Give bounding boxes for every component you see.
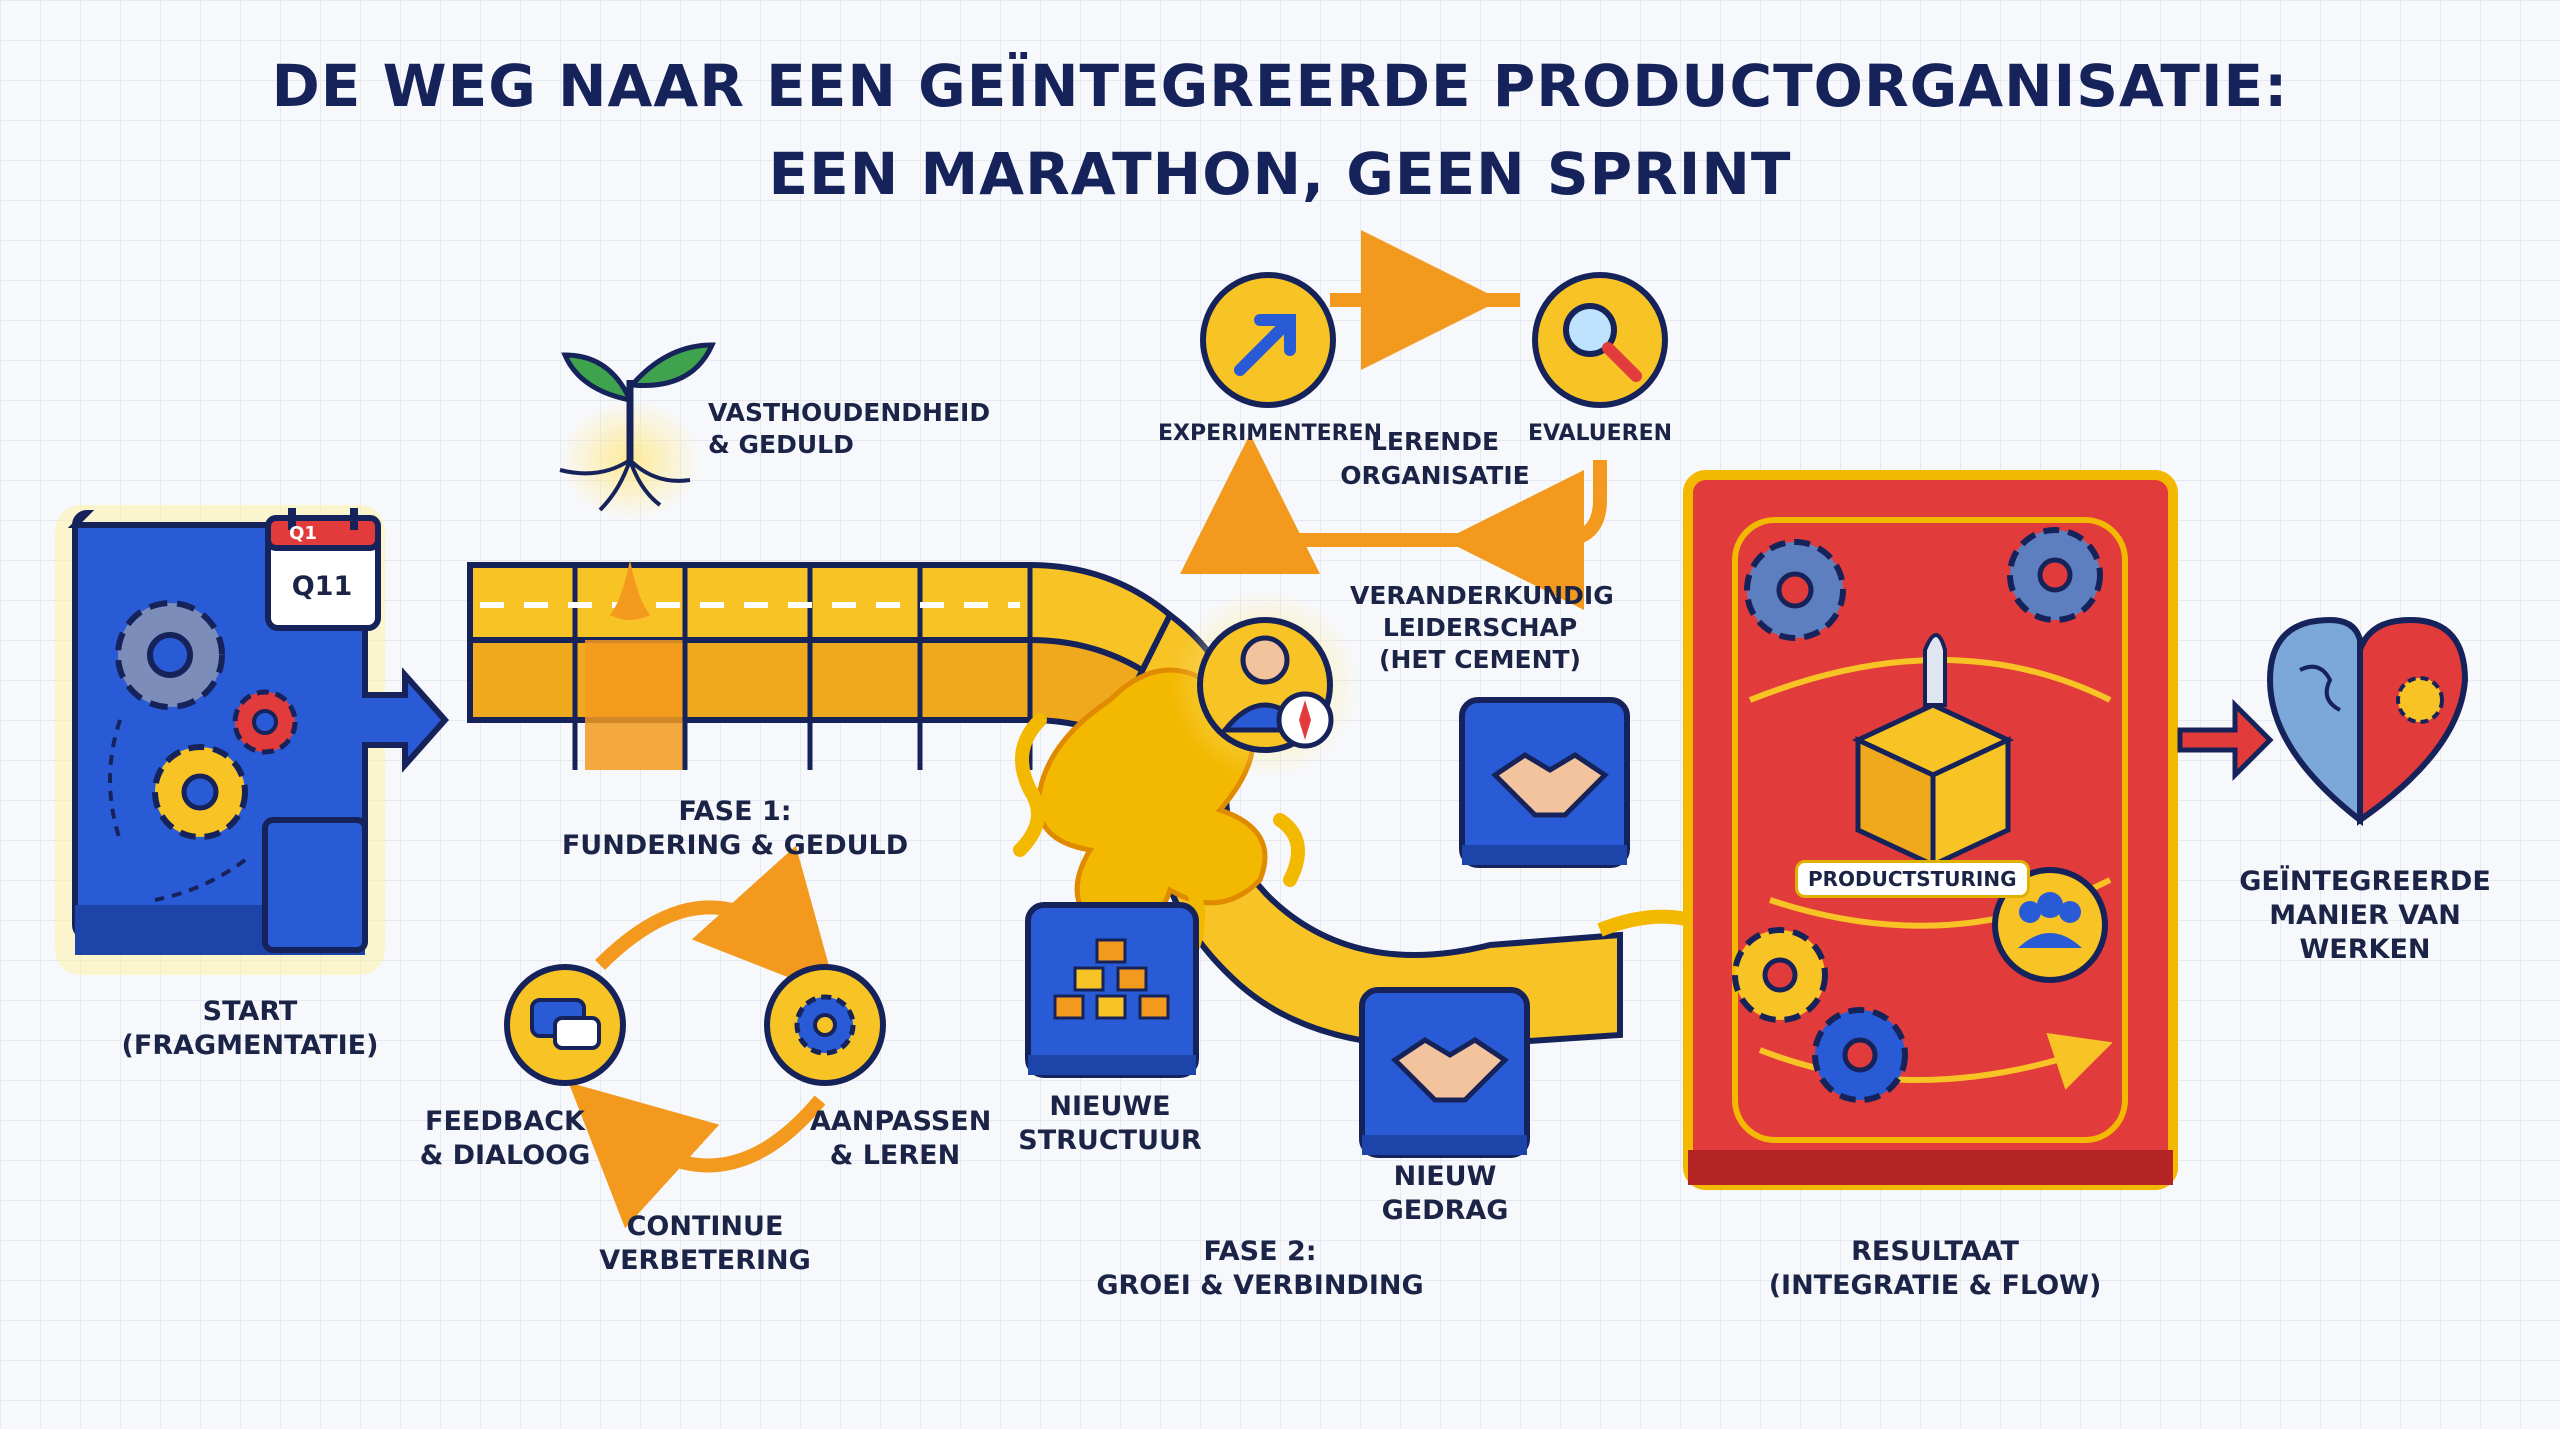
phase1-label: FASE 1: FUNDERING & GEDULD bbox=[545, 795, 925, 863]
calendar-tab-label: Q1 bbox=[289, 523, 317, 544]
continuous-label-line2: VERBETERING bbox=[599, 1245, 811, 1276]
magnifier-icon bbox=[1532, 272, 1668, 408]
arrow-right-icon bbox=[2177, 698, 2274, 782]
gear-icon bbox=[1812, 1007, 1908, 1103]
feedback-label-line1: FEEDBACK bbox=[425, 1106, 585, 1137]
product-steering-badge: PRODUCTSTURING bbox=[1795, 860, 2030, 898]
gear-icon bbox=[232, 689, 298, 755]
structure-label: NIEUWE STRUCTUUR bbox=[1010, 1090, 1210, 1158]
connector-road bbox=[1597, 909, 1692, 937]
org-chart-icon bbox=[1053, 938, 1170, 1020]
evaluate-label: EVALUEREN bbox=[1527, 421, 1673, 446]
structure-label-line2: STRUCTUUR bbox=[1018, 1125, 1202, 1156]
handshake-icon bbox=[1491, 752, 1609, 818]
learning-organisation-label: LERENDE ORGANISATIE bbox=[1330, 425, 1540, 493]
result-label-line1: RESULTAAT bbox=[1851, 1236, 2019, 1267]
gear-icon bbox=[764, 964, 886, 1086]
learning-label-line1: LERENDE bbox=[1370, 427, 1500, 456]
structure-label-line1: NIEUWE bbox=[1049, 1091, 1171, 1122]
feedback-label-line2: & DIALOOG bbox=[419, 1140, 591, 1171]
leadership-label-line2: LEIDERSCHAP bbox=[1382, 613, 1578, 642]
continuous-improvement-label: CONTINUE VERBETERING bbox=[580, 1210, 830, 1278]
brain-heart-icon bbox=[2266, 616, 2469, 827]
phase1-label-line1: FASE 1: bbox=[678, 796, 792, 827]
seedling-icon bbox=[559, 342, 716, 520]
adapt-label: AANPASSEN & LEREN bbox=[810, 1105, 992, 1173]
chat-icon bbox=[504, 964, 626, 1086]
behaviour-label: NIEUW GEDRAG bbox=[1345, 1160, 1545, 1228]
continuous-label-line1: CONTINUE bbox=[626, 1211, 784, 1242]
final-label: GEÏNTEGREERDE MANIER VAN WERKEN bbox=[2230, 865, 2500, 967]
leadership-label-line3: (HET CEMENT) bbox=[1379, 645, 1581, 674]
phase2-label-line1: FASE 2: bbox=[1203, 1236, 1317, 1267]
experiment-label: EXPERIMENTEREN bbox=[1157, 421, 1383, 446]
start-label-line2: (FRAGMENTATIE) bbox=[121, 1030, 379, 1061]
page-title: DE WEG NAAR EEN GEÏNTEGREERDE PRODUCTORG… bbox=[271, 52, 2289, 120]
calendar-label: Q11 bbox=[291, 571, 353, 602]
phase2-label: FASE 2: GROEI & VERBINDING bbox=[1090, 1235, 1430, 1303]
calendar-icon bbox=[265, 508, 381, 631]
arrow-up-right-icon bbox=[1200, 272, 1336, 408]
drip-icon bbox=[610, 560, 650, 620]
leader-icon bbox=[1170, 590, 1360, 780]
learning-label-line2: ORGANISATIE bbox=[1340, 461, 1530, 490]
continuous-loop-arrows bbox=[568, 845, 838, 1229]
page-subtitle: EEN MARATHON, GEEN SPRINT bbox=[768, 140, 1792, 208]
feedback-label: FEEDBACK & DIALOOG bbox=[410, 1105, 600, 1173]
result-label: RESULTAAT (INTEGRATIE & FLOW) bbox=[1745, 1235, 2125, 1303]
compass-icon bbox=[1276, 691, 1334, 749]
final-label-line1: GEÏNTEGREERDE bbox=[2239, 866, 2491, 897]
handshake-icon bbox=[1391, 1037, 1509, 1103]
final-label-line3: WERKEN bbox=[2299, 934, 2431, 965]
gear-icon bbox=[2007, 527, 2103, 623]
gear-icon bbox=[1732, 927, 1828, 1023]
phase2-label-line2: GROEI & VERBINDING bbox=[1096, 1270, 1424, 1301]
leadership-label-line1: VERANDERKUNDIG bbox=[1350, 581, 1614, 610]
structure-tile bbox=[1025, 902, 1199, 1078]
adapt-label-line2: & LEREN bbox=[829, 1140, 961, 1171]
gear-icon bbox=[152, 744, 248, 840]
start-label: START (FRAGMENTATIE) bbox=[110, 995, 390, 1063]
seedling-label: VASTHOUDENDHEID & GEDULD bbox=[708, 397, 1008, 461]
result-label-line2: (INTEGRATIE & FLOW) bbox=[1768, 1270, 2102, 1301]
start-label-line1: START bbox=[202, 996, 298, 1027]
adapt-label-line1: AANPASSEN bbox=[810, 1106, 992, 1137]
dashed-path bbox=[108, 719, 122, 841]
gear-icon bbox=[1744, 539, 1846, 641]
learning-loop-arrows bbox=[1180, 230, 1607, 610]
behaviour-label-line1: NIEUW bbox=[1393, 1161, 1497, 1192]
phase1-label-line2: FUNDERING & GEDULD bbox=[561, 830, 909, 861]
seedling-label-line1: VASTHOUDENDHEID bbox=[708, 398, 991, 427]
seedling-label-line2: & GEDULD bbox=[708, 430, 854, 459]
final-label-line2: MANIER VAN bbox=[2269, 900, 2461, 931]
behaviour-label-line2: GEDRAG bbox=[1381, 1195, 1509, 1226]
leadership-label: VERANDERKUNDIG LEIDERSCHAP (HET CEMENT) bbox=[1350, 580, 1614, 676]
gear-icon bbox=[115, 600, 225, 710]
